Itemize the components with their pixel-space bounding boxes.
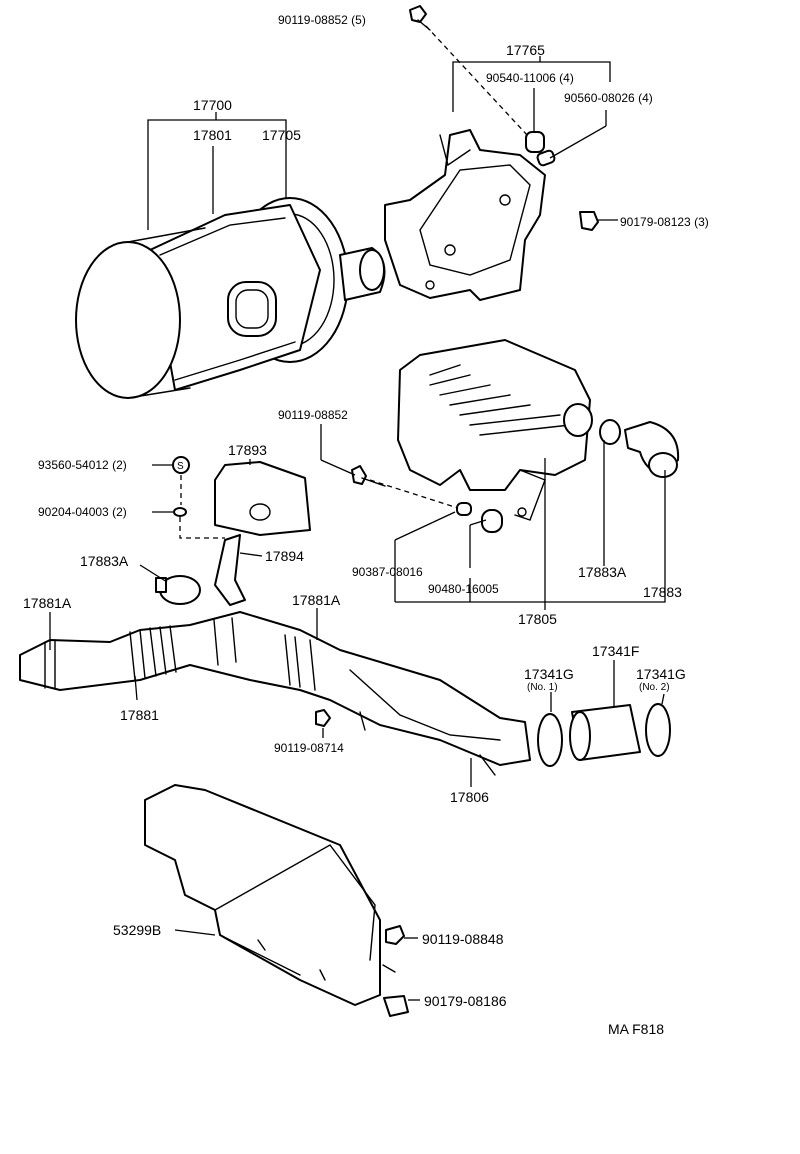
label-17881: 17881 [120,707,159,723]
label-90119-08848: 90119-08848 [422,931,504,947]
label-53299b: 53299B [113,922,161,938]
intake-ducting [19,611,671,776]
label-90179-08186: 90179-08186 [424,993,507,1009]
label-17341g-no2-note: (No. 2) [639,682,670,693]
label-17765: 17765 [506,42,545,58]
label-17801: 17801 [193,127,232,143]
air-cleaner-assembly [75,197,386,399]
label-90179-08123: 90179-08123 (3) [620,215,709,229]
label-17881a-left: 17881A [23,595,72,611]
label-17705: 17705 [262,127,301,143]
label-17894: 17894 [265,548,304,564]
label-90540-11006: 90540-11006 (4) [486,71,574,85]
label-17806: 17806 [450,789,489,805]
label-90119-08852-5: 90119-08852 (5) [278,13,366,27]
air-duct-53299B [144,784,409,1017]
label-17341g-no2: 17341G [636,666,686,682]
label-17805: 17805 [518,611,557,627]
label-17700: 17700 [193,97,232,113]
label-17883a-right: 17883A [578,564,627,580]
label-17883a-left: 17883A [80,553,129,569]
label-90560-08026: 90560-08026 (4) [564,91,653,105]
label-90387-08016: 90387-08016 [352,565,423,579]
part-labels: 90119-08852 (5) 17765 90540-11006 (4) 90… [23,13,709,1037]
label-90480-16005: 90480-16005 [428,582,499,596]
label-90204-04003: 90204-04003 (2) [38,505,127,519]
label-93560-54012: 93560-54012 (2) [38,458,127,472]
bracket-17765 [384,5,599,301]
label-17893: 17893 [228,442,267,458]
label-17341f: 17341F [592,643,639,659]
leader-lines [49,25,666,1001]
label-17341g-no1-note: (No. 1) [527,682,558,693]
air-cleaner-housing [351,339,680,533]
washer-symbol: S [177,461,184,472]
figure-code: MA F818 [608,1021,664,1037]
label-17881a-mid: 17881A [292,592,341,608]
label-17341g-no1: 17341G [524,666,574,682]
label-17883: 17883 [643,584,682,600]
small-parts-left: S [155,456,311,606]
label-90119-08852: 90119-08852 [278,408,348,422]
label-90119-08714: 90119-08714 [274,741,344,755]
